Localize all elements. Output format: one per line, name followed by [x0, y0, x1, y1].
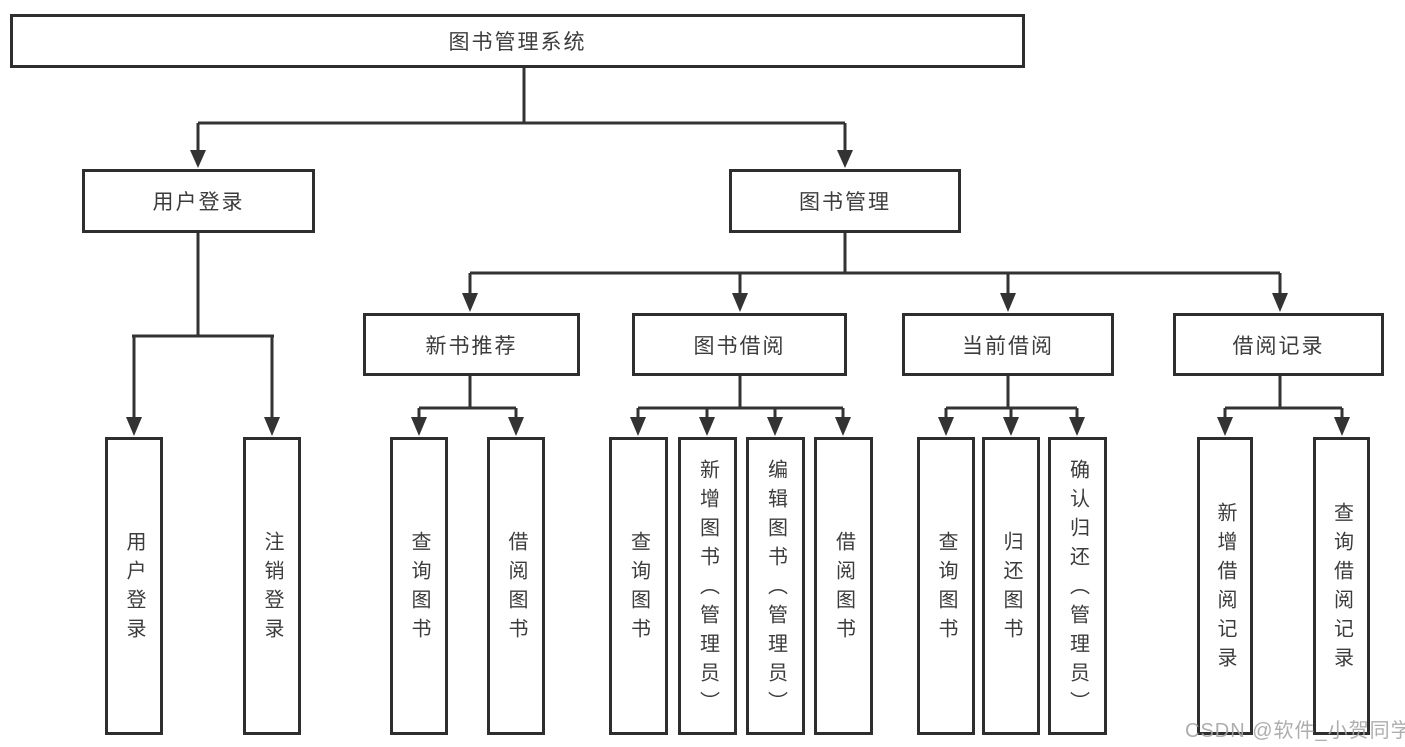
node-book-management: 图书管理 [729, 169, 961, 233]
node-library-system: 图书管理系统 [10, 14, 1025, 68]
node-leaf-borrow-books-recommend: 借阅图书 [487, 437, 545, 735]
node-leaf-query-borrow-record: 查询借阅记录 [1313, 437, 1370, 735]
node-leaf-borrow-books-borrowing: 借阅图书 [814, 437, 873, 735]
csdn-watermark: CSDN @软件_小贺同学 [1185, 720, 1405, 742]
node-leaf-user-login: 用户登录 [105, 437, 163, 735]
node-user-login: 用户登录 [82, 169, 315, 233]
node-leaf-query-books-borrowing: 查询图书 [609, 437, 668, 735]
node-leaf-query-books-current: 查询图书 [917, 437, 975, 735]
node-book-borrowing: 图书借阅 [632, 313, 847, 376]
node-current-borrowing: 当前借阅 [902, 313, 1114, 376]
node-leaf-logout: 注销登录 [243, 437, 301, 735]
node-borrowing-records: 借阅记录 [1173, 313, 1384, 376]
node-leaf-edit-books-admin: 编辑图书（管理员） [746, 437, 805, 735]
node-leaf-add-borrow-record: 新增借阅记录 [1197, 437, 1253, 735]
node-leaf-query-books-recommend: 查询图书 [390, 437, 448, 735]
node-leaf-return-books: 归还图书 [982, 437, 1040, 735]
node-leaf-add-books-admin: 新增图书（管理员） [678, 437, 737, 735]
node-leaf-confirm-return-admin: 确认归还（管理员） [1048, 437, 1107, 735]
node-new-book-recommendation: 新书推荐 [363, 313, 580, 376]
